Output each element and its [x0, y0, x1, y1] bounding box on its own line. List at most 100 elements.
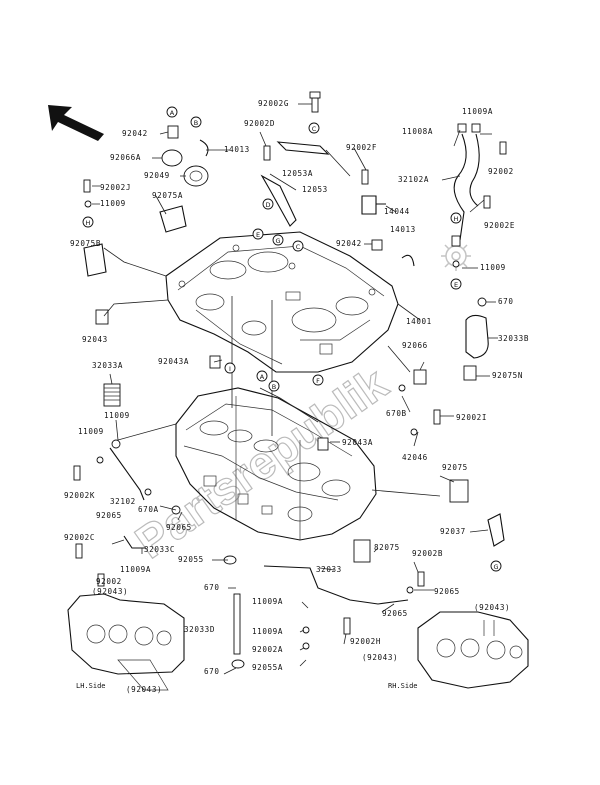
bubble-label: B — [194, 119, 198, 127]
bubble: F — [312, 374, 324, 386]
bubble: A — [166, 106, 178, 118]
part-label: 32033B — [498, 334, 529, 343]
part-label: 92037 — [440, 527, 466, 536]
bubble: G — [272, 234, 284, 246]
part-label: 82075 — [374, 543, 400, 552]
bubble: H — [82, 216, 94, 228]
part-label: 42046 — [402, 453, 428, 462]
part-label: 92049 — [144, 171, 170, 180]
part-label: 92002A — [252, 645, 283, 654]
bubble: C — [308, 122, 320, 134]
part-label: 11009 — [100, 199, 126, 208]
part-label: (92043) — [126, 685, 162, 694]
part-label: 670A — [138, 505, 159, 514]
part-label: 11009 — [104, 411, 130, 420]
part-label: 92042 — [336, 239, 362, 248]
bubble: A — [256, 370, 268, 382]
part-label: 92002J — [100, 183, 131, 192]
part-label: 670B — [386, 409, 407, 418]
upper-crankcase — [165, 231, 399, 373]
part-label: (92043) — [474, 603, 510, 612]
part-label: 92055A — [252, 663, 283, 672]
leader-lines — [92, 103, 498, 675]
part-label: 32033C — [144, 545, 175, 554]
part-label: 92002H — [350, 637, 381, 646]
part-label: 92002 — [488, 167, 514, 176]
part-label: 92002 — [96, 577, 122, 586]
part-label: 32033D — [184, 625, 215, 634]
part-label: 92065 — [96, 511, 122, 520]
rh-side-view — [417, 611, 529, 689]
part-label: 92065 — [434, 587, 460, 596]
bubble-label: G — [493, 563, 498, 571]
part-label: 11009A — [252, 627, 283, 636]
part-label: 11008A — [402, 127, 433, 136]
bubble-label: B — [272, 383, 276, 391]
rh-side-caption: RH.Side — [388, 682, 418, 690]
part-label: 32102A — [398, 175, 429, 184]
part-label: 92002C — [64, 533, 95, 542]
front-direction-arrow-icon — [48, 105, 104, 141]
part-label: 92002F — [346, 143, 377, 152]
bubble-label: G — [275, 237, 280, 245]
bubble-label: F — [316, 377, 320, 385]
part-label: 92002I — [456, 413, 487, 422]
part-labels: 92002G 11009A 92042 92002D 11008A 14013 … — [64, 99, 529, 694]
part-label: 12053A — [282, 169, 313, 178]
part-label: 92043A — [158, 357, 189, 366]
lh-side-caption: LH.Side — [76, 682, 106, 690]
bubble: E — [252, 228, 264, 240]
part-label: 92002B — [412, 549, 443, 558]
bubble: I — [224, 362, 236, 374]
part-label: 92042 — [122, 129, 148, 138]
part-label: 92075B — [70, 239, 101, 248]
part-label: 12053 — [302, 185, 328, 194]
bubble-label: D — [265, 201, 270, 209]
bubble-label: E — [256, 231, 260, 239]
part-label: 92043A — [342, 438, 373, 447]
bubble-label: C — [296, 243, 301, 251]
part-label: 32102 — [110, 497, 136, 506]
part-label: 32033 — [316, 565, 342, 574]
bubble-label: H — [86, 219, 91, 227]
part-label: 14013 — [224, 145, 250, 154]
part-label: 14013 — [390, 225, 416, 234]
part-label: 92065 — [382, 609, 408, 618]
part-label: 670 — [204, 583, 220, 592]
bubble-label: A — [260, 373, 265, 381]
part-label: 14001 — [406, 317, 432, 326]
part-label: 670 — [204, 667, 220, 676]
bubble: B — [190, 116, 202, 128]
part-label: 11009A — [462, 107, 493, 116]
lh-side-view — [67, 593, 185, 691]
part-label: 14044 — [384, 207, 410, 216]
part-label: 670 — [498, 297, 514, 306]
part-label: 11009 — [78, 427, 104, 436]
part-label: 11009A — [120, 565, 151, 574]
bubble-label: C — [312, 125, 317, 133]
part-label: 92055 — [178, 555, 204, 564]
bubble: G — [490, 560, 502, 572]
bubble: D — [262, 198, 274, 210]
part-label: 11009A — [252, 597, 283, 606]
bubble-label: H — [454, 215, 459, 223]
part-label: 92075N — [492, 371, 523, 380]
part-label: 11009 — [480, 263, 506, 272]
part-label: (92043) — [92, 587, 128, 596]
small-parts — [73, 91, 507, 669]
part-label: 32033A — [92, 361, 123, 370]
bubble-label: I — [229, 365, 231, 373]
part-label: 92043 — [82, 335, 108, 344]
bubble-label: A — [170, 109, 175, 117]
part-label: 92075 — [442, 463, 468, 472]
bubble: H — [450, 212, 462, 224]
part-label: 92002D — [244, 119, 275, 128]
part-label: 92002E — [484, 221, 515, 230]
bubble: B — [268, 380, 280, 392]
part-label: 92065 — [166, 523, 192, 532]
bubble-label: E — [454, 281, 458, 289]
part-label: 92066 — [402, 341, 428, 350]
part-label: 92002G — [258, 99, 289, 108]
bubble: C — [292, 240, 304, 252]
